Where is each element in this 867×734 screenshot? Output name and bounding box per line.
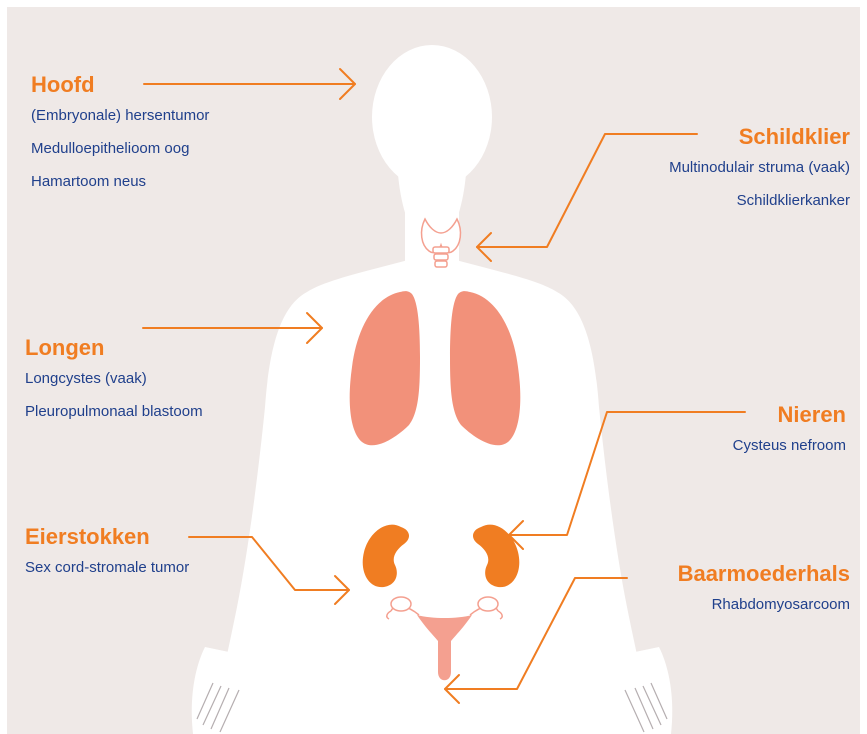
ovaries-item: Sex cord-stromale tumor (25, 558, 189, 578)
head-shape (372, 45, 492, 189)
ovaries-title: Eierstokken (25, 524, 189, 550)
lungs-title: Longen (25, 335, 203, 361)
head-item: Medulloepithelioom oog (31, 139, 209, 159)
head-items: (Embryonale) hersentumor Medulloepitheli… (31, 106, 209, 192)
thyroid-arrow (477, 134, 697, 261)
lungs-item: Longcystes (vaak) (25, 369, 203, 389)
lungs-item: Pleuropulmonaal blastoom (25, 402, 203, 422)
lungs-items: Longcystes (vaak) Pleuropulmonaal blasto… (25, 369, 203, 422)
ovaries-label-group: Eierstokken Sex cord-stromale tumor (25, 524, 189, 591)
neck-shape (405, 177, 459, 267)
kidneys-items: Cysteus nefroom (733, 436, 846, 456)
thyroid-item: Schildklierkanker (669, 191, 850, 211)
cervix-item: Rhabdomyosarcoom (678, 595, 850, 615)
kidneys-label-group: Nieren Cysteus nefroom (733, 402, 846, 469)
thyroid-title: Schildklier (669, 124, 850, 150)
diagram-canvas: Hoofd (Embryonale) hersentumor Medulloep… (7, 7, 860, 734)
cervix-title: Baarmoederhals (678, 561, 850, 587)
head-item: (Embryonale) hersentumor (31, 106, 209, 126)
cervix-label-group: Baarmoederhals Rhabdomyosarcoom (678, 561, 850, 628)
lungs-label-group: Longen Longcystes (vaak) Pleuropulmonaal… (25, 335, 203, 435)
thyroid-label-group: Schildklier Multinodulair struma (vaak) … (669, 124, 850, 224)
ovaries-items: Sex cord-stromale tumor (25, 558, 189, 578)
thyroid-items: Multinodulair struma (vaak) Schildklierk… (669, 158, 850, 211)
head-title: Hoofd (31, 72, 209, 98)
head-label-group: Hoofd (Embryonale) hersentumor Medulloep… (31, 72, 209, 205)
kidneys-item: Cysteus nefroom (733, 436, 846, 456)
cervix-items: Rhabdomyosarcoom (678, 595, 850, 615)
kidneys-title: Nieren (733, 402, 846, 428)
head-item: Hamartoom neus (31, 172, 209, 192)
thyroid-item: Multinodulair struma (vaak) (669, 158, 850, 178)
